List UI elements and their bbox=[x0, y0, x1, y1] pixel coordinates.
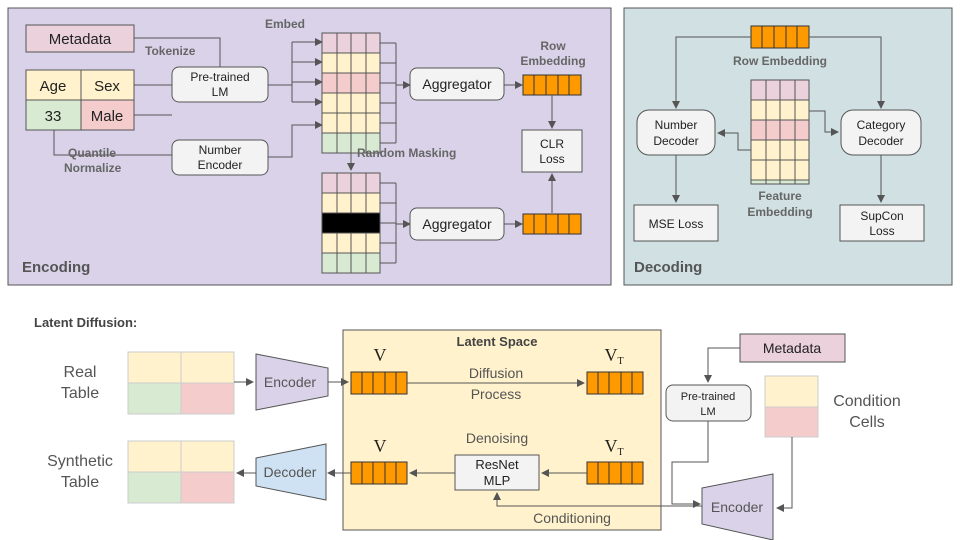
resnet-mlp-label-1: ResNet bbox=[475, 457, 519, 472]
category-decoder-label-1: Category bbox=[857, 118, 906, 132]
latent-vector-v-top bbox=[350, 371, 408, 395]
latent-v-label-top: V bbox=[374, 345, 387, 365]
number-decoder-label-1: Number bbox=[655, 118, 698, 132]
feature-embedding-matrix bbox=[750, 79, 810, 185]
latent-space-box bbox=[342, 329, 662, 531]
latent-vt-label-bottom: VT bbox=[604, 436, 623, 458]
row-embedding-vector-top bbox=[522, 74, 582, 96]
aggregate-connectors-top bbox=[380, 42, 411, 144]
table-header-age: Age bbox=[40, 78, 67, 95]
encoder-label: Encoder bbox=[264, 374, 316, 390]
resnet-mlp-box bbox=[454, 454, 540, 491]
denoising-label: Denoising bbox=[466, 430, 528, 446]
mse-loss-label: MSE Loss bbox=[649, 217, 704, 231]
row-embedding-label-2: Embedding bbox=[520, 54, 585, 68]
clr-loss-label-2: Loss bbox=[539, 152, 564, 166]
metadata-label: Metadata bbox=[49, 31, 112, 48]
latent-pretrained-lm-label-2: LM bbox=[700, 406, 715, 418]
number-decoder-box bbox=[636, 109, 716, 156]
real-table-grid bbox=[127, 351, 235, 415]
pretrained-lm-label-1: Pre-trained bbox=[190, 70, 249, 84]
aggregate-connectors-masked bbox=[380, 182, 411, 264]
feature-matrix-top bbox=[321, 32, 381, 154]
resnet-mlp-label-2: MLP bbox=[484, 473, 511, 488]
number-decoder-label-2: Decoder bbox=[653, 134, 698, 148]
condition-cells bbox=[764, 375, 819, 438]
embed-connectors bbox=[268, 38, 323, 158]
mse-loss-box bbox=[633, 204, 719, 242]
pretrained-lm-label-2: LM bbox=[212, 85, 229, 99]
latent-metadata-label: Metadata bbox=[763, 340, 822, 356]
aggregator-label-masked: Aggregator bbox=[422, 216, 492, 232]
table-header-sex: Sex bbox=[94, 78, 120, 95]
supcon-loss-box bbox=[839, 204, 925, 242]
number-encoder-label-1: Number bbox=[199, 143, 242, 157]
input-table: Age Sex 33 Male bbox=[25, 69, 135, 131]
latent-v-label-bottom: V bbox=[374, 436, 387, 456]
latent-vt-label-top: VT bbox=[604, 345, 623, 367]
synthetic-table-label-1: Synthetic bbox=[47, 453, 113, 470]
real-table-label-1: Real bbox=[64, 364, 97, 381]
latent-vector-vt-top bbox=[586, 371, 644, 395]
diffusion-process-label-1: Diffusion bbox=[469, 365, 523, 381]
conditioning-label: Conditioning bbox=[533, 510, 611, 526]
row-embedding-vector-masked bbox=[522, 213, 582, 235]
random-masking-label: Random Masking bbox=[357, 146, 456, 160]
synthetic-table-grid bbox=[127, 440, 235, 504]
category-decoder-label-2: Decoder bbox=[858, 134, 903, 148]
encoder-trapezoid bbox=[255, 353, 329, 411]
latent-vector-v-bottom bbox=[350, 461, 408, 485]
latent-vector-vt-bottom bbox=[586, 461, 644, 485]
quantile-label-1: Quantile bbox=[68, 146, 116, 160]
tokenize-label: Tokenize bbox=[145, 44, 196, 58]
aggregator-box-top bbox=[409, 67, 505, 101]
condition-encoder-label: Encoder bbox=[711, 499, 763, 515]
decoding-row-embedding-label: Row Embedding bbox=[733, 54, 827, 68]
embed-label: Embed bbox=[265, 17, 305, 31]
row-embedding-vector-decoding bbox=[750, 25, 810, 49]
metadata-box bbox=[25, 24, 135, 53]
aggregator-label-top: Aggregator bbox=[422, 76, 492, 92]
clr-loss-label-1: CLR bbox=[540, 137, 564, 151]
table-cell-sex-value: Male bbox=[91, 108, 124, 125]
feature-embedding-label-2: Embedding bbox=[747, 205, 812, 219]
decoding-label: Decoding bbox=[634, 259, 702, 276]
category-decoder-box bbox=[840, 109, 922, 156]
feature-embedding-label-1: Feature bbox=[758, 189, 802, 203]
latent-space-label: Latent Space bbox=[457, 334, 538, 349]
latent-pretrained-lm-label-1: Pre-trained bbox=[681, 391, 735, 403]
encoding-label: Encoding bbox=[22, 259, 90, 276]
row-embedding-label-1: Row bbox=[540, 39, 566, 53]
encoding-panel bbox=[7, 7, 612, 286]
feature-matrix-masked bbox=[321, 172, 381, 274]
synthetic-table-label-2: Table bbox=[61, 474, 99, 491]
condition-encoder-trapezoid bbox=[701, 473, 774, 540]
decoder-trapezoid bbox=[255, 443, 327, 501]
latent-diffusion-title: Latent Diffusion: bbox=[34, 315, 137, 330]
table-cell-age-value: 33 bbox=[45, 108, 62, 125]
quantile-label-2: Normalize bbox=[64, 161, 122, 175]
supcon-loss-label-2: Loss bbox=[869, 224, 894, 238]
latent-metadata-box bbox=[739, 333, 846, 363]
clr-loss-box bbox=[521, 129, 583, 173]
supcon-loss-label-1: SupCon bbox=[860, 209, 903, 223]
condition-cells-label-2: Cells bbox=[849, 414, 885, 431]
number-encoder-label-2: Encoder bbox=[198, 158, 243, 172]
decoder-label: Decoder bbox=[264, 464, 317, 480]
real-table-label-2: Table bbox=[61, 385, 99, 402]
diffusion-process-label-2: Process bbox=[471, 386, 522, 402]
condition-cells-label-1: Condition bbox=[833, 393, 901, 410]
